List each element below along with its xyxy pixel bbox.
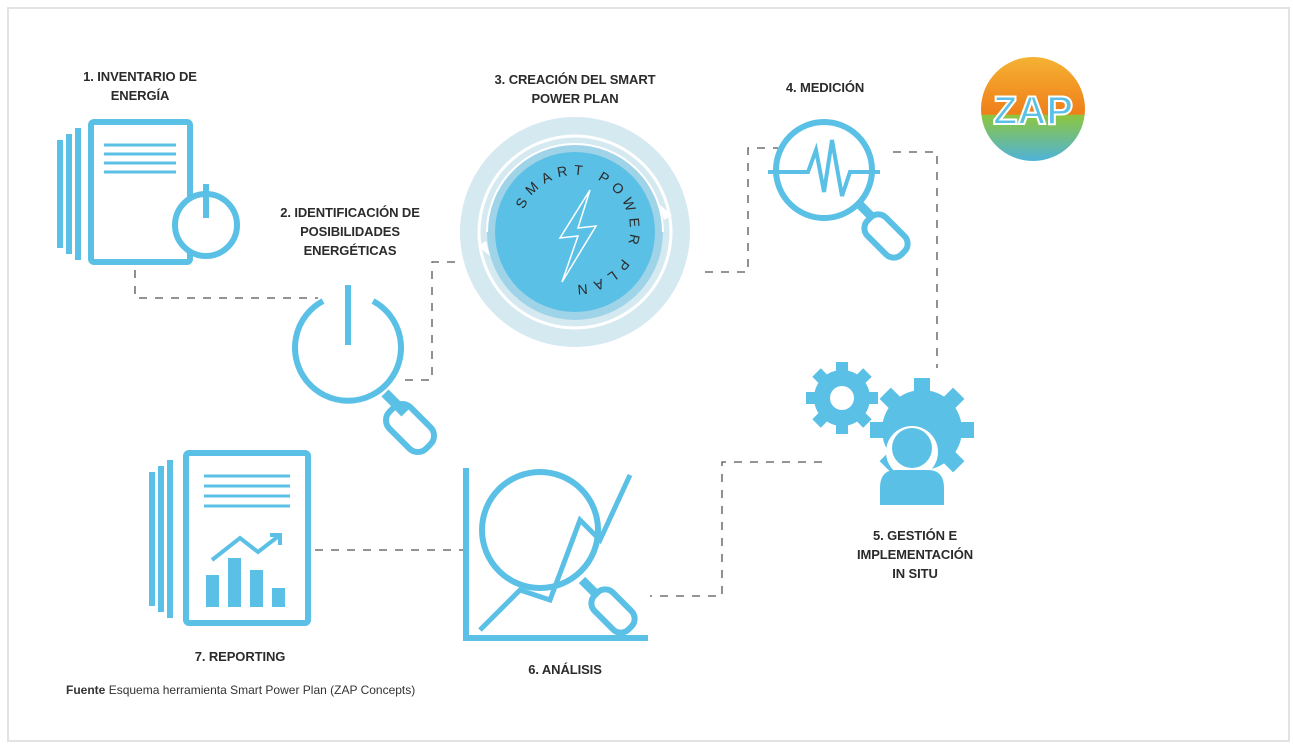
connector-lines <box>134 147 938 597</box>
source-label: Fuente <box>66 683 106 697</box>
step-7-label: 7. REPORTING <box>194 649 286 664</box>
pulse-magnifier-icon <box>768 119 911 261</box>
gears-person-icon <box>806 362 974 505</box>
step-4-label: 4. MEDICIÓN <box>785 80 865 95</box>
inventory-document-icon <box>57 119 240 265</box>
connector-1-2 <box>134 270 318 299</box>
step-6-label: 6. ANÁLISIS <box>528 662 602 677</box>
lightning-bolt-icon <box>558 189 598 283</box>
zap-logo: ZAP <box>978 54 1088 164</box>
smart-power-plan-badge: SMART POWER PLAN <box>460 117 690 347</box>
reporting-document-icon <box>149 450 311 626</box>
source-text: Esquema herramienta Smart Power Plan (ZA… <box>108 683 416 697</box>
connector-2-3 <box>405 261 460 381</box>
source-caption: Fuente Esquema herramienta Smart Power P… <box>66 683 415 697</box>
zap-logo-text: ZAP <box>993 89 1073 133</box>
analysis-chart-icon <box>463 468 648 641</box>
connector-5-6 <box>650 461 822 597</box>
connector-3-4 <box>705 147 778 273</box>
connector-4-5 <box>893 151 938 368</box>
power-magnifier-icon <box>292 285 438 456</box>
